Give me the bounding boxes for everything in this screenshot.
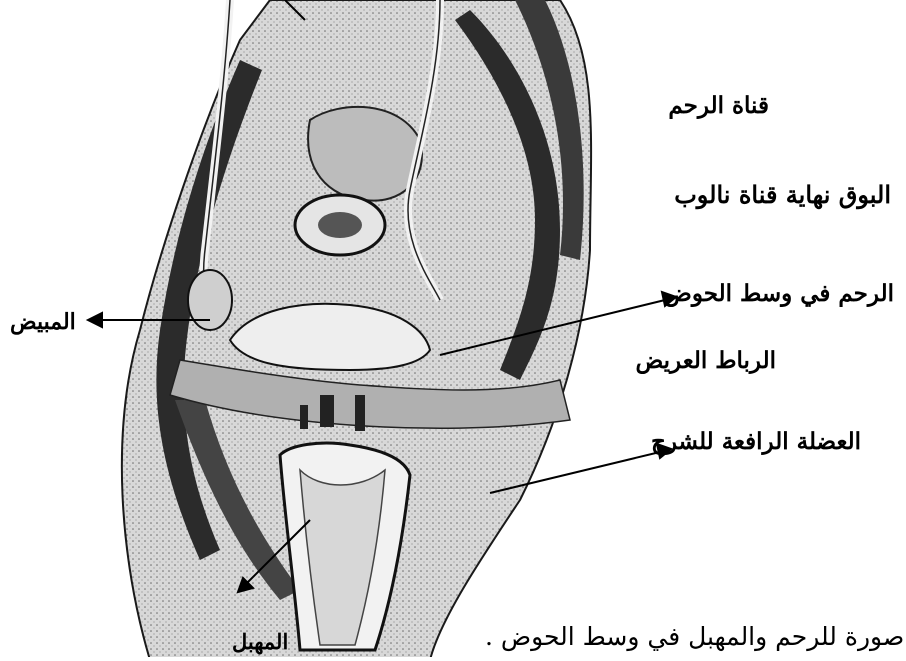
ligament-mark-2 (355, 395, 365, 431)
rectum-lumen (318, 212, 362, 238)
label-levator-ani: العضلة الرافعة للشرج (651, 430, 861, 453)
label-vagina: المهبل (232, 631, 288, 652)
label-fimbria: البوق نهاية قناة نالوب (674, 183, 891, 207)
label-ovary: المبيض (10, 311, 76, 333)
ligament-mark-3 (300, 405, 308, 429)
label-broad-ligament: الرباط العريض (635, 349, 776, 372)
ligament-mark-1 (320, 395, 334, 427)
label-fallopian-tube: قناة الرحم (668, 94, 769, 117)
figure-caption: صورة للرحم والمهبل في وسط الحوض . (485, 624, 904, 649)
label-uterus: الرحم في وسط الحوض (664, 282, 894, 305)
